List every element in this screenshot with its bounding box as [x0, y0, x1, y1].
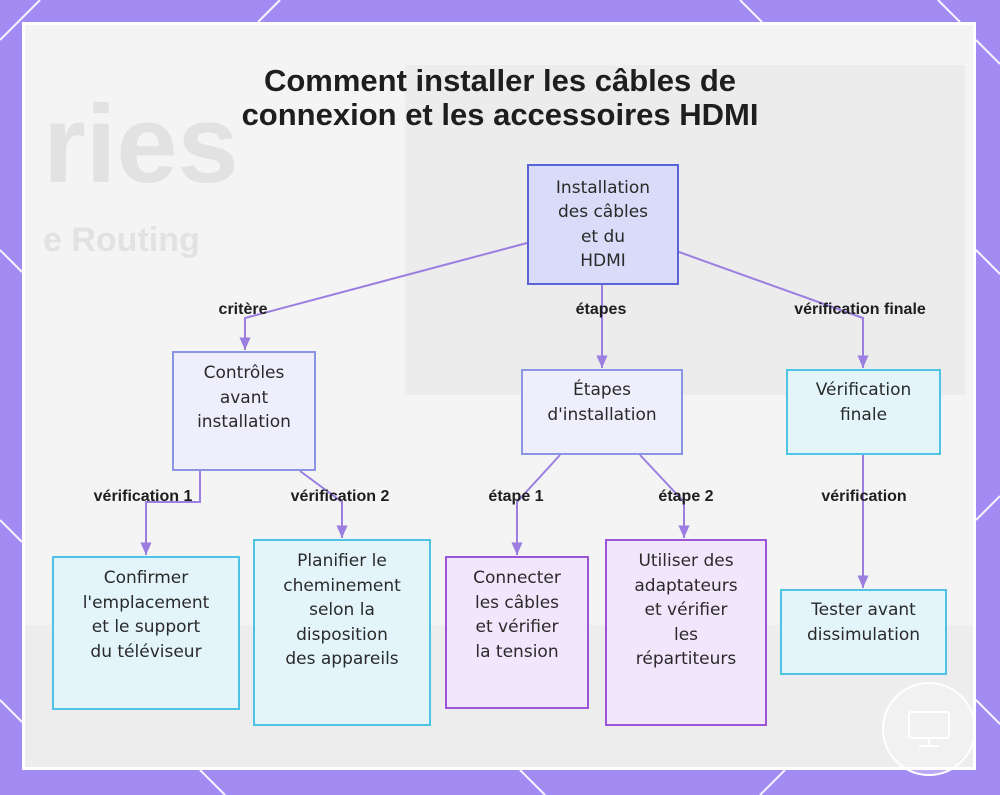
node-verification-finale: Vérification finale — [786, 369, 941, 455]
node-text-line: répartiteurs — [635, 649, 737, 669]
node-confirmer-emplacement: Confirmer l'emplacement et le support du… — [52, 556, 240, 710]
node-text-line: selon la — [309, 600, 375, 620]
node-text-line: Tester avant — [811, 600, 916, 620]
node-text-line: Utiliser des — [638, 551, 734, 571]
edge-label-etape-2: étape 2 — [658, 488, 714, 505]
title-line-1: Comment installer les câbles de — [263, 63, 737, 98]
node-text-line: et vérifier — [475, 617, 559, 637]
monitor-icon-svg — [908, 711, 950, 747]
node-text-line: adaptateurs — [634, 575, 738, 596]
edge-label-verification-2: vérification 2 — [290, 488, 390, 505]
node-text-line: disposition — [296, 624, 388, 645]
edge-label-verification-finale: vérification finale — [794, 301, 926, 318]
edge-label-critere: critère — [218, 301, 268, 318]
node-text-line: d'installation — [547, 404, 657, 425]
node-text-line: Vérification — [815, 380, 912, 400]
edge-label-verification: vérification — [821, 488, 907, 505]
node-text-line: Connecter — [473, 568, 561, 588]
node-text-line: et le support — [91, 617, 201, 637]
node-text-line: et du — [580, 226, 626, 247]
node-text-line: les câbles — [474, 592, 560, 613]
edge-root-controles — [239, 242, 528, 350]
node-text-line: l'emplacement — [82, 592, 210, 613]
node-planifier-cheminement: Planifier le cheminement selon la dispos… — [253, 539, 431, 726]
title-line-2: connexion et les accessoires HDMI — [241, 97, 759, 132]
monitor-icon — [882, 682, 976, 776]
edge-controles-confirmer — [140, 471, 201, 555]
edge-etapes-connecter — [511, 454, 561, 555]
node-connecter-cables: Connecter les câbles et vérifier la tens… — [445, 556, 589, 709]
node-controles-avant-installation: Contrôles avant installation — [172, 351, 316, 471]
background-ghost-word: ries — [43, 83, 239, 206]
edge-root-verif — [678, 251, 869, 368]
node-etapes-installation: Étapes d'installation — [521, 369, 683, 455]
node-text-line: des appareils — [285, 649, 399, 669]
node-text-line: dissimulation — [807, 624, 920, 645]
node-text-line: installation — [197, 412, 291, 432]
node-text-line: du téléviseur — [90, 641, 202, 662]
diagram-title: Comment installer les câbles de connexio… — [0, 64, 1000, 132]
node-text-line: finale — [839, 404, 888, 425]
edge-controles-planifier — [299, 470, 348, 538]
edge-label-verification-1: vérification 1 — [93, 488, 193, 505]
node-text-line: cheminement — [283, 575, 401, 596]
node-text-line: Planifier le — [297, 551, 387, 571]
node-text-line: Étapes — [573, 380, 631, 400]
node-text-line: Confirmer — [103, 568, 189, 588]
edge-label-etapes: étapes — [575, 301, 627, 318]
node-tester-avant-dissimulation: Tester avant dissimulation — [780, 589, 947, 675]
edge-label-etape-1: étape 1 — [488, 488, 544, 505]
background-ghost-subtitle: e Routing — [43, 221, 200, 259]
node-text-line: avant — [219, 387, 269, 408]
node-utiliser-adaptateurs: Utiliser des adaptateurs et vérifier les… — [605, 539, 767, 726]
node-text-line: les — [673, 624, 699, 645]
node-text-line: la tension — [475, 641, 559, 662]
node-text-line: HDMI — [580, 251, 626, 271]
edge-etapes-utiliser — [639, 454, 690, 538]
node-text-line: et vérifier — [644, 600, 728, 620]
node-text-line: Installation — [555, 177, 651, 198]
node-text-line: Contrôles — [203, 363, 285, 383]
background-blur — [405, 65, 965, 395]
node-installation-hdmi: Installation des câbles et du HDMI — [527, 164, 679, 285]
node-text-line: des câbles — [557, 202, 649, 222]
